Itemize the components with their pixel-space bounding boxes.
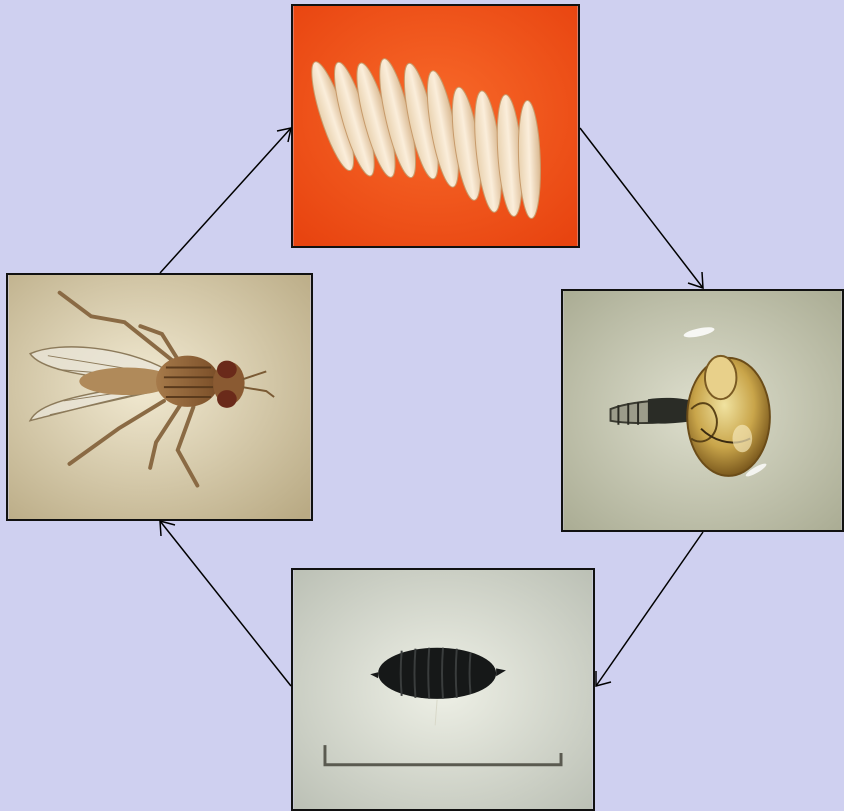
pupa-photo	[291, 568, 595, 811]
eggs-image	[293, 6, 578, 246]
snail-shell	[687, 356, 770, 476]
arrow-pupa-to-adult	[160, 521, 291, 686]
arrow-eggs-to-larva	[580, 128, 703, 288]
larva-image	[563, 291, 842, 530]
arrow-adult-to-eggs	[160, 128, 291, 273]
arrow-larva-to-pupa	[596, 532, 703, 686]
adult-fly-photo	[6, 273, 313, 521]
larva-photo	[561, 289, 844, 532]
pupa-image	[293, 570, 593, 809]
adult-fly-image	[8, 275, 311, 519]
eggs-photo	[291, 4, 580, 248]
